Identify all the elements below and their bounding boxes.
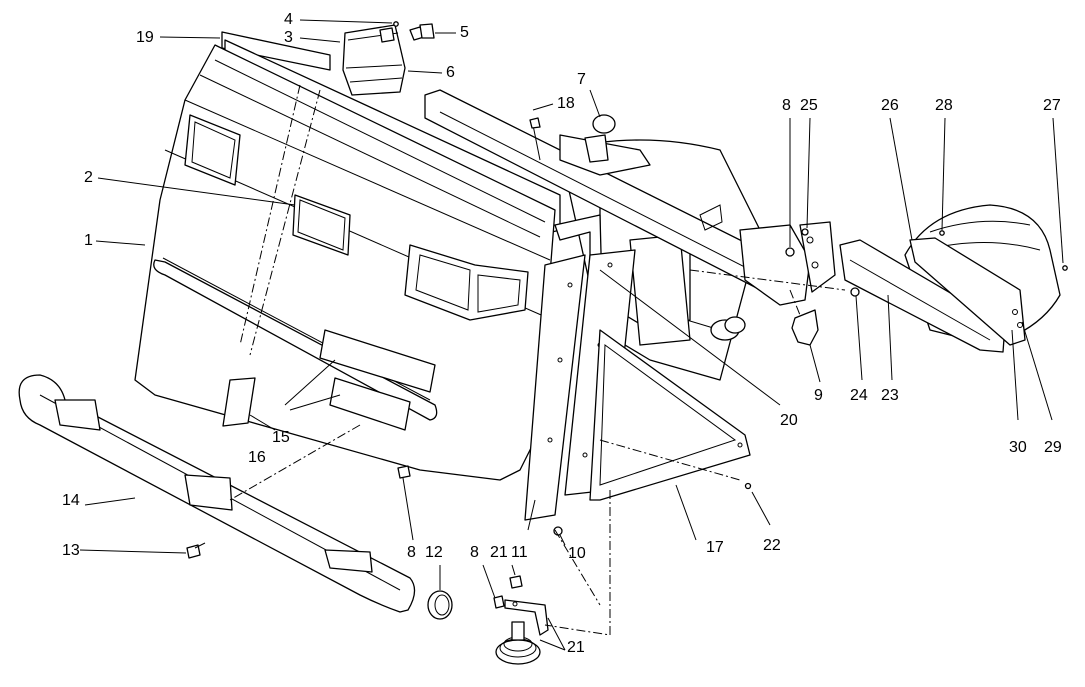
decals <box>222 329 436 431</box>
callout-11: 11 <box>511 544 528 561</box>
leader-lines <box>79 19 1064 651</box>
nut-8-right <box>785 247 795 257</box>
callout-18: 18 <box>557 95 575 112</box>
end-cap <box>427 590 453 620</box>
callout-20: 20 <box>780 412 798 429</box>
screw-28 <box>939 230 945 236</box>
work-light <box>342 24 406 96</box>
callout-21-upper: 21 <box>490 544 508 561</box>
callout-6: 6 <box>446 64 455 81</box>
callout-30: 30 <box>1009 439 1027 456</box>
cross-tube <box>424 89 836 306</box>
callout-21-lower: 21 <box>567 639 585 656</box>
callout-22: 22 <box>763 537 781 554</box>
knob-and-bracket <box>529 114 616 163</box>
callout-1: 1 <box>84 232 93 249</box>
callout-16: 16 <box>248 449 266 466</box>
callout-27: 27 <box>1043 97 1061 114</box>
callout-7: 7 <box>577 71 586 88</box>
switch-part <box>409 23 435 41</box>
triangle-bracket <box>589 329 751 501</box>
callout-25: 25 <box>800 97 818 114</box>
callout-12: 12 <box>425 544 443 561</box>
callout-9: 9 <box>814 387 823 404</box>
callout-8-lower: 8 <box>407 544 416 561</box>
rubber-pad <box>791 309 819 346</box>
front-bumper <box>18 374 416 613</box>
callout-14: 14 <box>62 492 80 509</box>
callout-2: 2 <box>84 169 93 186</box>
callout-24: 24 <box>850 387 868 404</box>
screw-22 <box>744 482 752 490</box>
callout-15: 15 <box>272 429 290 446</box>
hood-openings <box>184 114 529 321</box>
hood-panel <box>134 44 556 481</box>
nuts <box>397 465 563 536</box>
horn-assembly <box>493 575 549 665</box>
screw-part <box>393 21 399 27</box>
callout-19: 19 <box>136 29 154 46</box>
callout-13: 13 <box>62 542 80 559</box>
callout-8-upper: 8 <box>782 97 791 114</box>
callout-23: 23 <box>881 387 899 404</box>
bolt-24 <box>850 287 860 297</box>
assembly-center-lines <box>229 84 846 636</box>
nut-25 <box>801 228 809 236</box>
callout-10: 10 <box>568 545 586 562</box>
fender-bracket <box>839 237 1026 353</box>
bolt-13 <box>186 542 206 559</box>
screw-27 <box>1062 265 1068 271</box>
callout-17: 17 <box>706 539 724 556</box>
callout-26: 26 <box>881 97 899 114</box>
callout-28: 28 <box>935 97 953 114</box>
callout-29: 29 <box>1044 439 1062 456</box>
callout-3: 3 <box>284 29 293 46</box>
callout-4: 4 <box>284 11 293 28</box>
callout-8-horn: 8 <box>470 544 479 561</box>
callout-5: 5 <box>460 24 469 41</box>
